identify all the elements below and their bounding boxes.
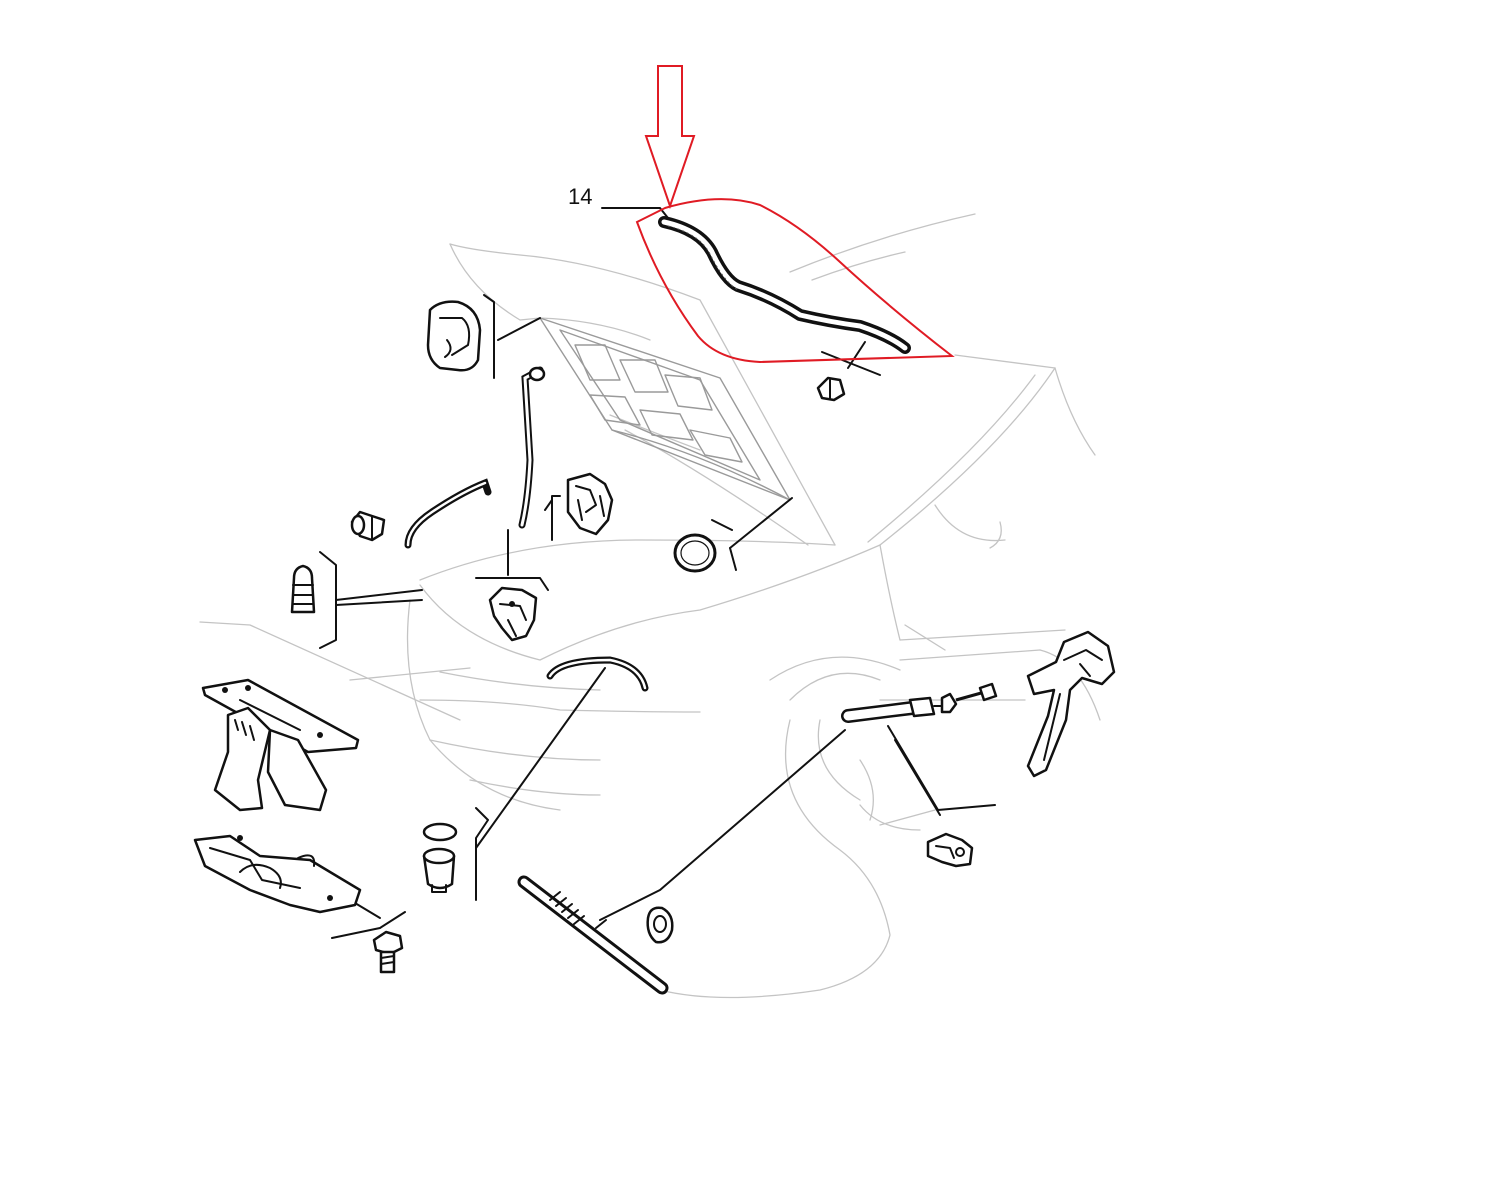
- push-clip-left[interactable]: [350, 510, 386, 542]
- hood-latch[interactable]: [488, 586, 538, 642]
- leader-lines: [319, 207, 996, 939]
- release-cable-end[interactable]: [841, 682, 998, 723]
- hood-release-lever[interactable]: [1026, 630, 1116, 778]
- bushing-with-cap[interactable]: [422, 822, 458, 893]
- down-arrow-icon: [644, 65, 696, 210]
- latch-lower-plate[interactable]: [193, 834, 362, 914]
- cable-clip-right[interactable]: [926, 832, 974, 868]
- hood-prop-rod[interactable]: [518, 366, 546, 529]
- cable-grommet[interactable]: [646, 906, 674, 944]
- bump-stop-left[interactable]: [290, 564, 316, 614]
- push-clip-top[interactable]: [816, 376, 846, 402]
- hood-inner-frame: [539, 317, 791, 501]
- hood-striker-assembly[interactable]: [201, 678, 360, 812]
- highlight-annotation: [635, 65, 955, 364]
- hood-latch-bracket[interactable]: [566, 472, 614, 536]
- front-panel-seal[interactable]: [546, 656, 649, 692]
- callout-14-label: 14: [568, 184, 592, 209]
- hood-release-cable[interactable]: [517, 875, 669, 995]
- hex-bolt[interactable]: [372, 930, 404, 974]
- hood-rubber-buffer[interactable]: [426, 300, 482, 372]
- part-14-hood-seal[interactable]: [658, 216, 911, 354]
- grommet-plug[interactable]: [673, 533, 717, 573]
- release-cable-segment[interactable]: [404, 478, 492, 549]
- highlight-outline: [635, 198, 955, 364]
